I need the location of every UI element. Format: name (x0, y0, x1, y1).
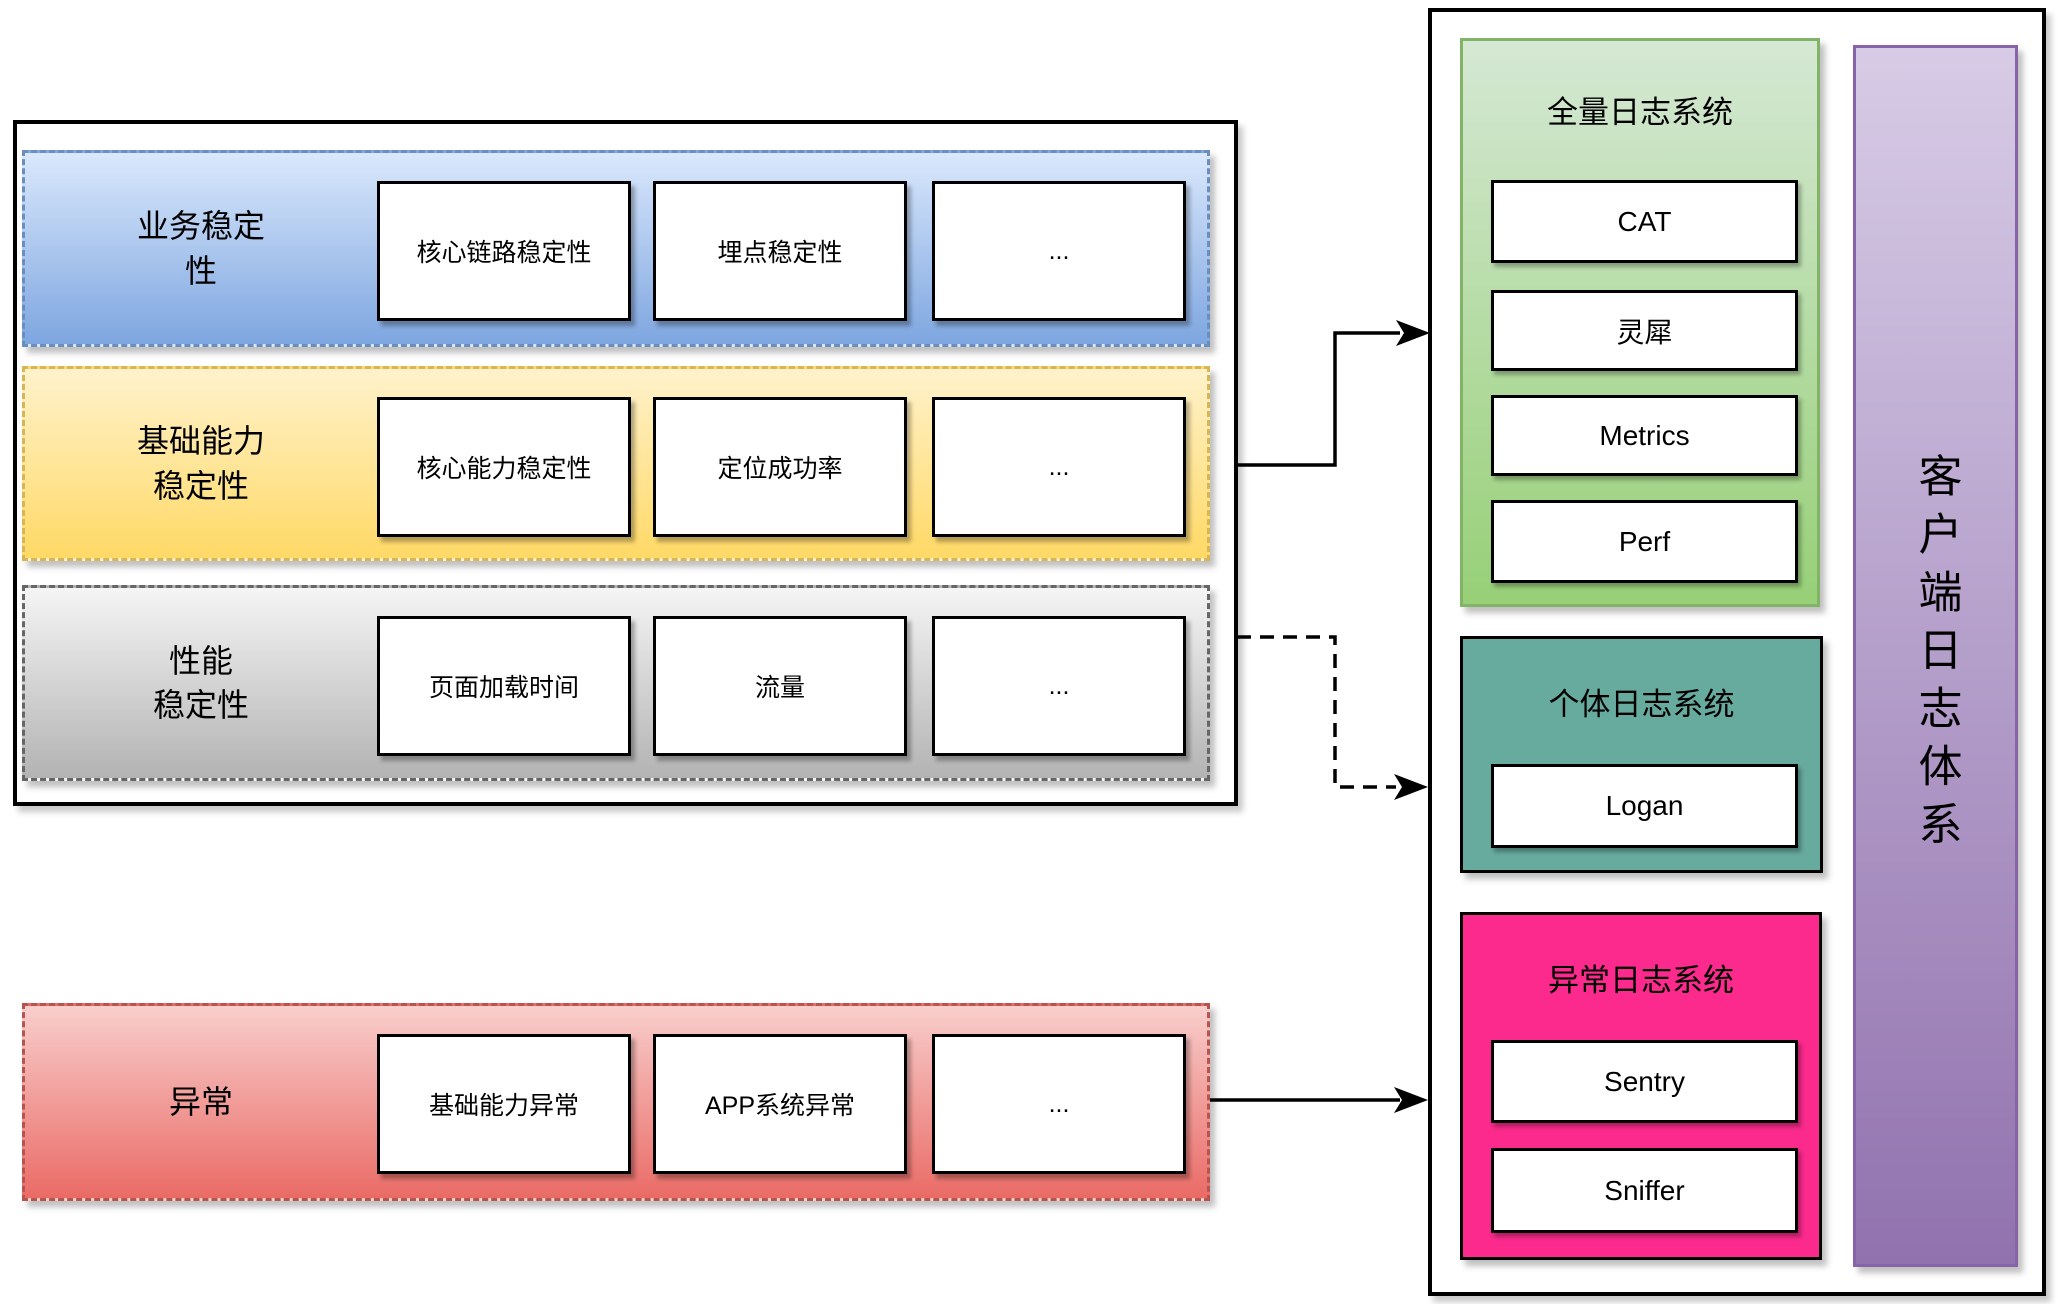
group-individual-log-system: 个体日志系统 Logan (1460, 636, 1823, 873)
row-performance-stability: 性能 稳定性 页面加载时间 流量 ... (22, 585, 1210, 781)
metric-box-location-success-rate: 定位成功率 (653, 397, 907, 537)
row-basic-capability-label: 基础能力 稳定性 (136, 423, 265, 504)
metric-box-app-system-exception: APP系统异常 (653, 1034, 907, 1174)
row-business-stability: 业务稳定 性 核心链路稳定性 埋点稳定性 ... (22, 150, 1210, 347)
metric-box-core-capability-stability: 核心能力稳定性 (377, 397, 631, 537)
log-system-panel-frame (1428, 8, 2046, 1296)
client-log-system-bar-label: 客户端日志体系 (1911, 453, 1961, 859)
group-full-log-system: 全量日志系统 CAT 灵犀 Metrics Perf (1460, 38, 1820, 607)
row-basic-capability-stability: 基础能力 稳定性 核心能力稳定性 定位成功率 ... (22, 366, 1210, 561)
row-exception: 异常 基础能力异常 APP系统异常 ... (22, 1003, 1210, 1201)
group-exception-log-system-title: 异常日志系统 (1548, 963, 1734, 998)
log-tool-sniffer: Sniffer (1491, 1148, 1798, 1233)
metric-box-business-more: ... (932, 181, 1186, 321)
metric-box-capability-more: ... (932, 397, 1186, 537)
row-exception-label: 异常 (168, 1083, 233, 1120)
row-performance-label: 性能 稳定性 (152, 642, 249, 723)
group-full-log-system-title: 全量日志系统 (1547, 94, 1733, 130)
arrow-exception-to-exception-log (1210, 1087, 1428, 1113)
log-tool-lingxi: 灵犀 (1491, 290, 1798, 371)
client-log-system-bar: 客户端日志体系 (1853, 45, 2018, 1267)
log-tool-logan: Logan (1491, 764, 1798, 848)
arrow-stability-to-individual-log (1237, 635, 1428, 800)
row-business-stability-label: 业务稳定 性 (136, 208, 265, 289)
arrow-stability-to-full-log (1238, 320, 1430, 467)
log-tool-metrics: Metrics (1491, 395, 1798, 476)
metric-box-exception-more: ... (932, 1034, 1186, 1174)
metric-box-performance-more: ... (932, 616, 1186, 756)
log-tool-perf: Perf (1491, 500, 1798, 583)
stability-panel-frame (13, 120, 1238, 806)
group-individual-log-system-title: 个体日志系统 (1548, 687, 1735, 722)
metric-box-core-link-stability: 核心链路稳定性 (377, 181, 631, 321)
metric-box-traffic: 流量 (653, 616, 907, 756)
metric-box-tracking-stability: 埋点稳定性 (653, 181, 907, 321)
group-exception-log-system: 异常日志系统 Sentry Sniffer (1460, 912, 1822, 1260)
log-tool-cat: CAT (1491, 180, 1798, 263)
metric-box-basic-capability-exception: 基础能力异常 (377, 1034, 631, 1174)
log-tool-sentry: Sentry (1491, 1040, 1798, 1123)
metric-box-page-load-time: 页面加载时间 (377, 616, 631, 756)
